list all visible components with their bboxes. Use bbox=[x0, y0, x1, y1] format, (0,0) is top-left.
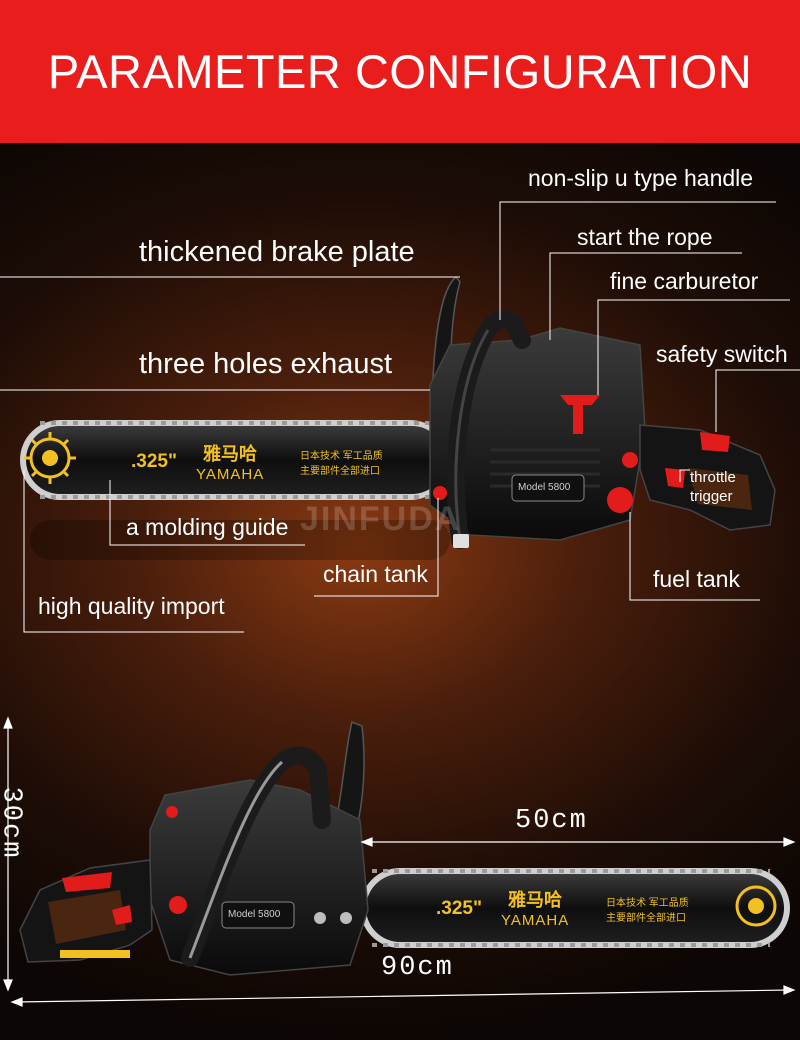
fuel-cap bbox=[607, 487, 633, 513]
dimension-bar-length: 50cm bbox=[515, 806, 588, 836]
callout-lines bbox=[0, 201, 800, 633]
model-badge-bottom bbox=[221, 901, 295, 929]
callout-throttle-line1: throttle bbox=[690, 469, 736, 486]
bar-note-2-bottom: 主要部件全部进口 bbox=[606, 913, 686, 924]
bar-note-1-bottom: 日本技术 军工品质 bbox=[606, 898, 689, 909]
callout-brake-plate: thickened brake plate bbox=[139, 236, 415, 268]
model-label: Model 5800 bbox=[518, 482, 571, 493]
callout-throttle-trigger: throttle trigger bbox=[690, 468, 736, 506]
callout-fuel-tank: fuel tank bbox=[653, 566, 740, 592]
oil-cap bbox=[433, 486, 447, 500]
brand-en-label-bottom: YAMAHA bbox=[501, 912, 570, 929]
callout-molding-guide: a molding guide bbox=[126, 514, 289, 540]
sprocket-icon bbox=[29, 437, 71, 479]
guide-bar bbox=[20, 420, 450, 500]
model-label-bottom: Model 5800 bbox=[228, 909, 281, 920]
safety-switch-bottom bbox=[62, 872, 112, 892]
dimension-total-length: 90cm bbox=[381, 953, 454, 983]
callout-start-rope: start the rope bbox=[577, 224, 713, 250]
watermark: JINFUDA bbox=[300, 500, 462, 538]
bar-gauge-label-bottom: .325" bbox=[436, 898, 482, 919]
safety-switch bbox=[700, 432, 730, 452]
reflection bbox=[30, 520, 450, 560]
throttle-trigger bbox=[665, 468, 685, 488]
callout-handle: non-slip u type handle bbox=[528, 165, 754, 191]
brand-cn-label: 雅马哈 bbox=[203, 444, 257, 464]
callout-throttle-line2: trigger bbox=[690, 488, 733, 505]
chainsaw-top-view bbox=[20, 275, 776, 560]
callout-exhaust: three holes exhaust bbox=[139, 348, 393, 380]
header-banner: PARAMETER CONFIGURATION bbox=[0, 0, 800, 143]
bar-note-2: 主要部件全部进口 bbox=[300, 466, 380, 477]
brand-en-label: YAMAHA bbox=[196, 466, 265, 483]
sprocket-icon bbox=[735, 885, 777, 927]
brake-plate-bottom bbox=[335, 720, 365, 832]
guide-bar-bottom bbox=[360, 868, 790, 948]
callout-safety-switch: safety switch bbox=[656, 341, 788, 367]
model-badge bbox=[511, 474, 585, 502]
choke-knob bbox=[622, 452, 638, 468]
chainsaw-side-view bbox=[19, 720, 790, 976]
handle-strip bbox=[60, 950, 130, 958]
dimension-lines bbox=[3, 716, 796, 1007]
callout-chain-tank: chain tank bbox=[323, 561, 428, 587]
dimension-height: 30cm bbox=[0, 786, 26, 860]
starter-rope-handle bbox=[560, 395, 600, 405]
callout-carburetor: fine carburetor bbox=[610, 268, 759, 294]
rear-handle-opening bbox=[688, 468, 752, 510]
page-title: PARAMETER CONFIGURATION bbox=[47, 45, 753, 98]
callout-high-quality-import: high quality import bbox=[38, 593, 225, 619]
brand-cn-label-bottom: 雅马哈 bbox=[508, 890, 562, 910]
bar-note-1: 日本技术 军工品质 bbox=[300, 451, 383, 462]
bar-gauge-label: .325" bbox=[131, 451, 177, 472]
